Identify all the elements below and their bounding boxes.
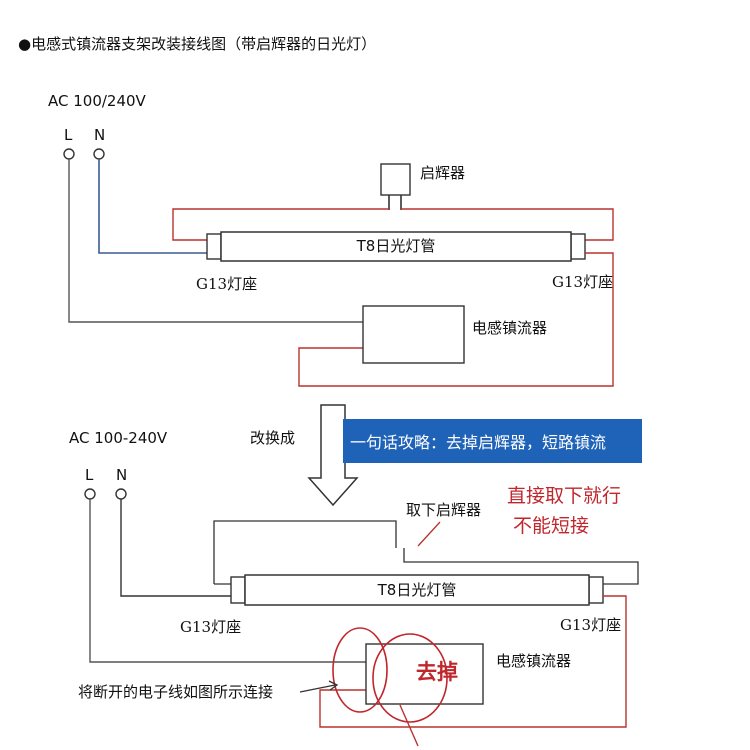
bottom-wire-starter-right [403, 548, 639, 585]
top-socket-right [570, 233, 586, 260]
top-terminal-n-label: N [94, 126, 105, 144]
bottom-terminal-n [115, 488, 127, 500]
transition-label: 改换成 [250, 429, 295, 447]
bottom-terminal-l [84, 488, 96, 500]
bottom-wire-n [120, 499, 231, 597]
bottom-terminal-l-label: L [85, 466, 94, 484]
top-wire-n [98, 159, 208, 254]
top-terminal-l-label: L [64, 126, 73, 144]
connection-highlight-right [372, 633, 448, 723]
bottom-ballast-label: 电感镇流器 [496, 652, 571, 670]
top-socket-left [206, 233, 222, 260]
top-tube-label: T8日光灯管 [356, 237, 436, 255]
top-tube [220, 231, 572, 262]
summary-banner-text: 一句话攻略：去掉启辉器，短路镇流 [350, 433, 606, 452]
top-terminal-n [93, 148, 105, 160]
top-voltage-label: AC 100/240V [48, 92, 147, 110]
top-wire-starter-right [401, 208, 614, 241]
bottom-voltage-label: AC 100-240V [69, 429, 168, 447]
connection-highlight-left [332, 627, 388, 713]
reconnect-note: 将断开的电子线如图所示连接 [78, 683, 273, 701]
bottom-tube-label: T8日光灯管 [377, 581, 457, 599]
top-terminal-l [63, 148, 75, 160]
top-wire-return [298, 252, 614, 387]
bottom-socket-right-label: G13灯座 [560, 616, 621, 634]
bottom-terminal-n-label: N [116, 466, 127, 484]
top-wire-starter-left [172, 208, 389, 241]
reconnect-pointer [299, 684, 336, 693]
top-starter [380, 163, 411, 196]
remove-stamp: 去掉 [416, 660, 458, 684]
bottom-socket-left [230, 576, 246, 604]
bottom-socket-left-label: G13灯座 [180, 618, 241, 636]
summary-banner [343, 419, 642, 463]
bottom-tube [244, 574, 590, 606]
top-starter-label: 启辉器 [420, 164, 465, 182]
remove-starter-label: 取下启辉器 [406, 501, 481, 519]
highlight-tail [399, 704, 419, 747]
remove-starter-pointer [417, 521, 441, 547]
reconnect-arrowhead [328, 680, 339, 691]
top-socket-right-label: G13灯座 [552, 273, 613, 291]
note-line-1: 直接取下就行 [507, 485, 621, 507]
diagram-title: ●电感式镇流器支架改装接线图（带启辉器的日光灯） [18, 35, 376, 53]
note-line-2: 不能短接 [513, 515, 589, 537]
bottom-socket-right [588, 576, 604, 604]
top-socket-left-label: G13灯座 [196, 275, 257, 293]
bottom-wire-return [319, 595, 627, 728]
top-wire-l [68, 159, 363, 323]
bottom-wire-starter-left [213, 520, 397, 584]
top-ballast-label: 电感镇流器 [472, 319, 547, 337]
top-ballast [362, 305, 465, 364]
bottom-wire-l [89, 499, 366, 663]
